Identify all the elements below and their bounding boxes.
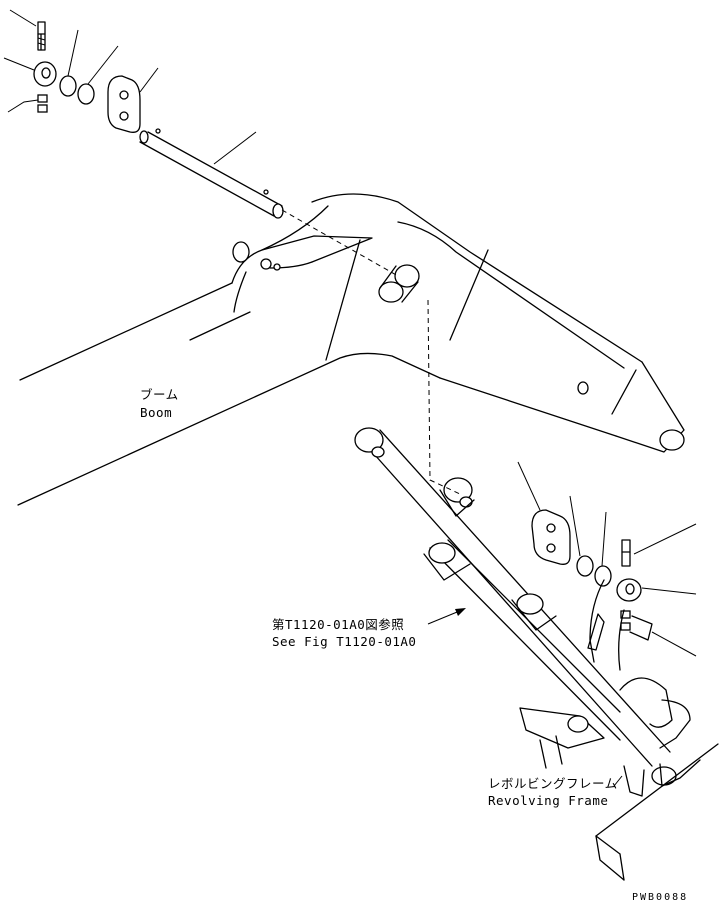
reference-label-en: See Fig T1120-01A0: [272, 634, 417, 649]
cylinder-a-rod-eye: [354, 427, 384, 453]
cylinder-b-rod-eye: [443, 477, 473, 503]
cylinder-b-foot: [651, 766, 677, 786]
boom-label-en: Boom: [140, 405, 173, 420]
bottom-washer-a: [576, 555, 594, 577]
boom-label-ja: ブーム: [140, 387, 179, 402]
bottom-plate: [531, 509, 571, 565]
boom: [17, 193, 685, 506]
top-washer-b: [77, 83, 95, 105]
bottom-pin-assembly: [517, 461, 697, 657]
cylinder-mount-boss: [394, 264, 420, 288]
cylinder-centerline: [427, 299, 461, 495]
top-pin: [272, 203, 284, 219]
frame-leader: [613, 775, 623, 787]
frame-label-en: Revolving Frame: [488, 793, 609, 808]
reference-arrow: [427, 608, 466, 625]
frame-label-ja: レボルビングフレーム: [488, 776, 618, 791]
reference-label-ja: 第T1120-01A0図参照: [272, 617, 405, 632]
boom-hole: [577, 381, 589, 395]
boom-foot-eye: [659, 429, 685, 451]
top-plate: [107, 75, 141, 133]
pin-centerline: [281, 209, 399, 277]
revolving-frame: [587, 579, 719, 881]
boom-cylinders: [354, 427, 677, 786]
cylinder-a-foot: [567, 715, 589, 733]
bottom-washer-b: [594, 565, 612, 587]
drawing-code: PWB0088: [632, 892, 689, 903]
top-washer-a: [59, 75, 77, 97]
top-pin-assembly: [3, 9, 284, 219]
